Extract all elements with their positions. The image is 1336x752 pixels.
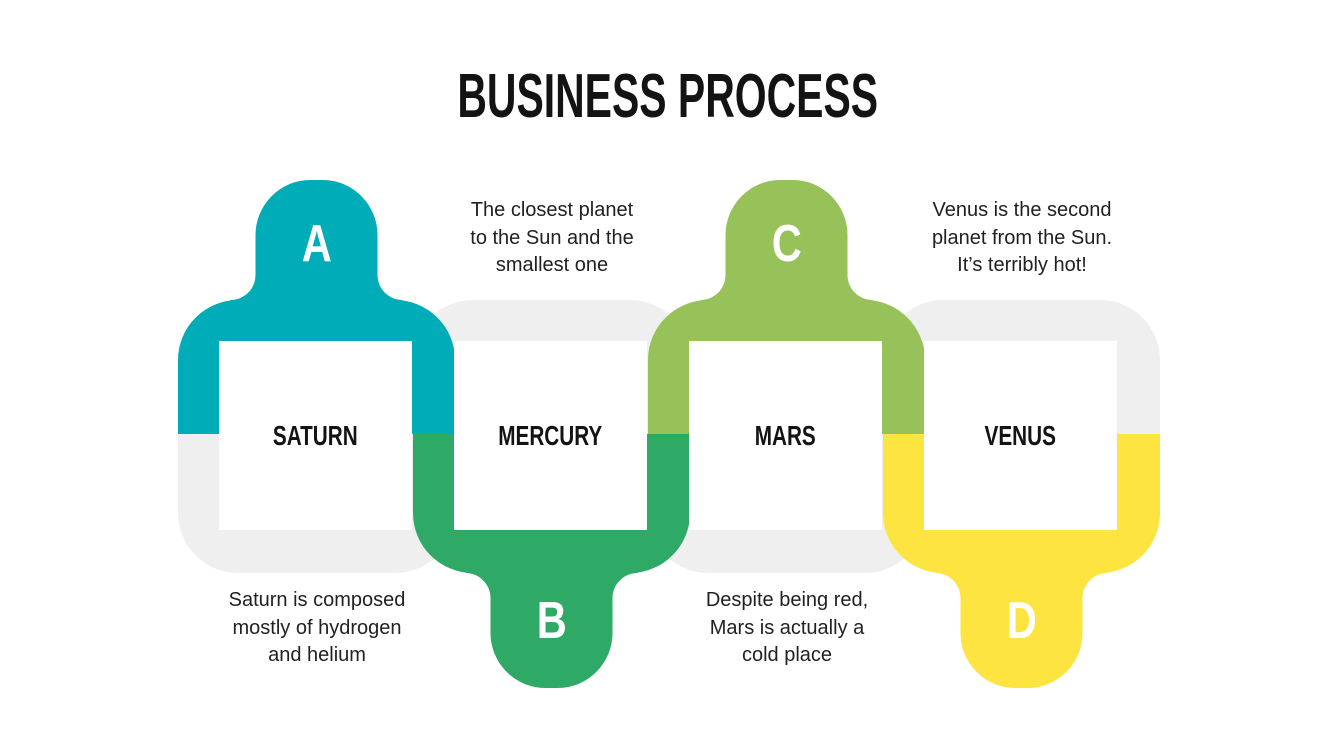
step-c-letter: C (687, 188, 887, 300)
step-b-card (454, 341, 647, 530)
step-a-name: SATURN (219, 341, 412, 530)
step-b-description: The closest planet to the Sun and the sm… (470, 199, 634, 276)
step-b-name: MERCURY (454, 341, 647, 530)
step-b-letter: B (452, 566, 652, 676)
step-c-letter-text: C (771, 215, 803, 273)
step-b-letter-text: B (536, 592, 568, 650)
step-c-card (689, 341, 882, 530)
step-a-letter-text: A (301, 215, 333, 273)
step-d-card (924, 341, 1117, 530)
step-b-name-text: MERCURY (498, 419, 603, 451)
step-d-letter: D (922, 566, 1122, 676)
step-c-name: MARS (689, 341, 882, 530)
step-c-name-text: MARS (754, 419, 816, 451)
step-d-name: VENUS (924, 341, 1117, 530)
step-a-name-text: SATURN (273, 419, 358, 451)
step-a-description: Saturn is composed mostly of hydrogen an… (228, 589, 406, 666)
step-d-letter-text: D (1006, 592, 1038, 650)
step-d-name-text: VENUS (984, 419, 1057, 451)
step-a-letter: A (217, 188, 417, 300)
page-title: BUSINESS PROCESS (0, 66, 1336, 128)
page-title-text: BUSINESS PROCESS (457, 62, 879, 131)
step-a-card (219, 341, 412, 530)
step-d-description: Venus is the second planet from the Sun.… (931, 199, 1113, 276)
step-c-description: Despite being red, Mars is actually a co… (705, 589, 869, 666)
